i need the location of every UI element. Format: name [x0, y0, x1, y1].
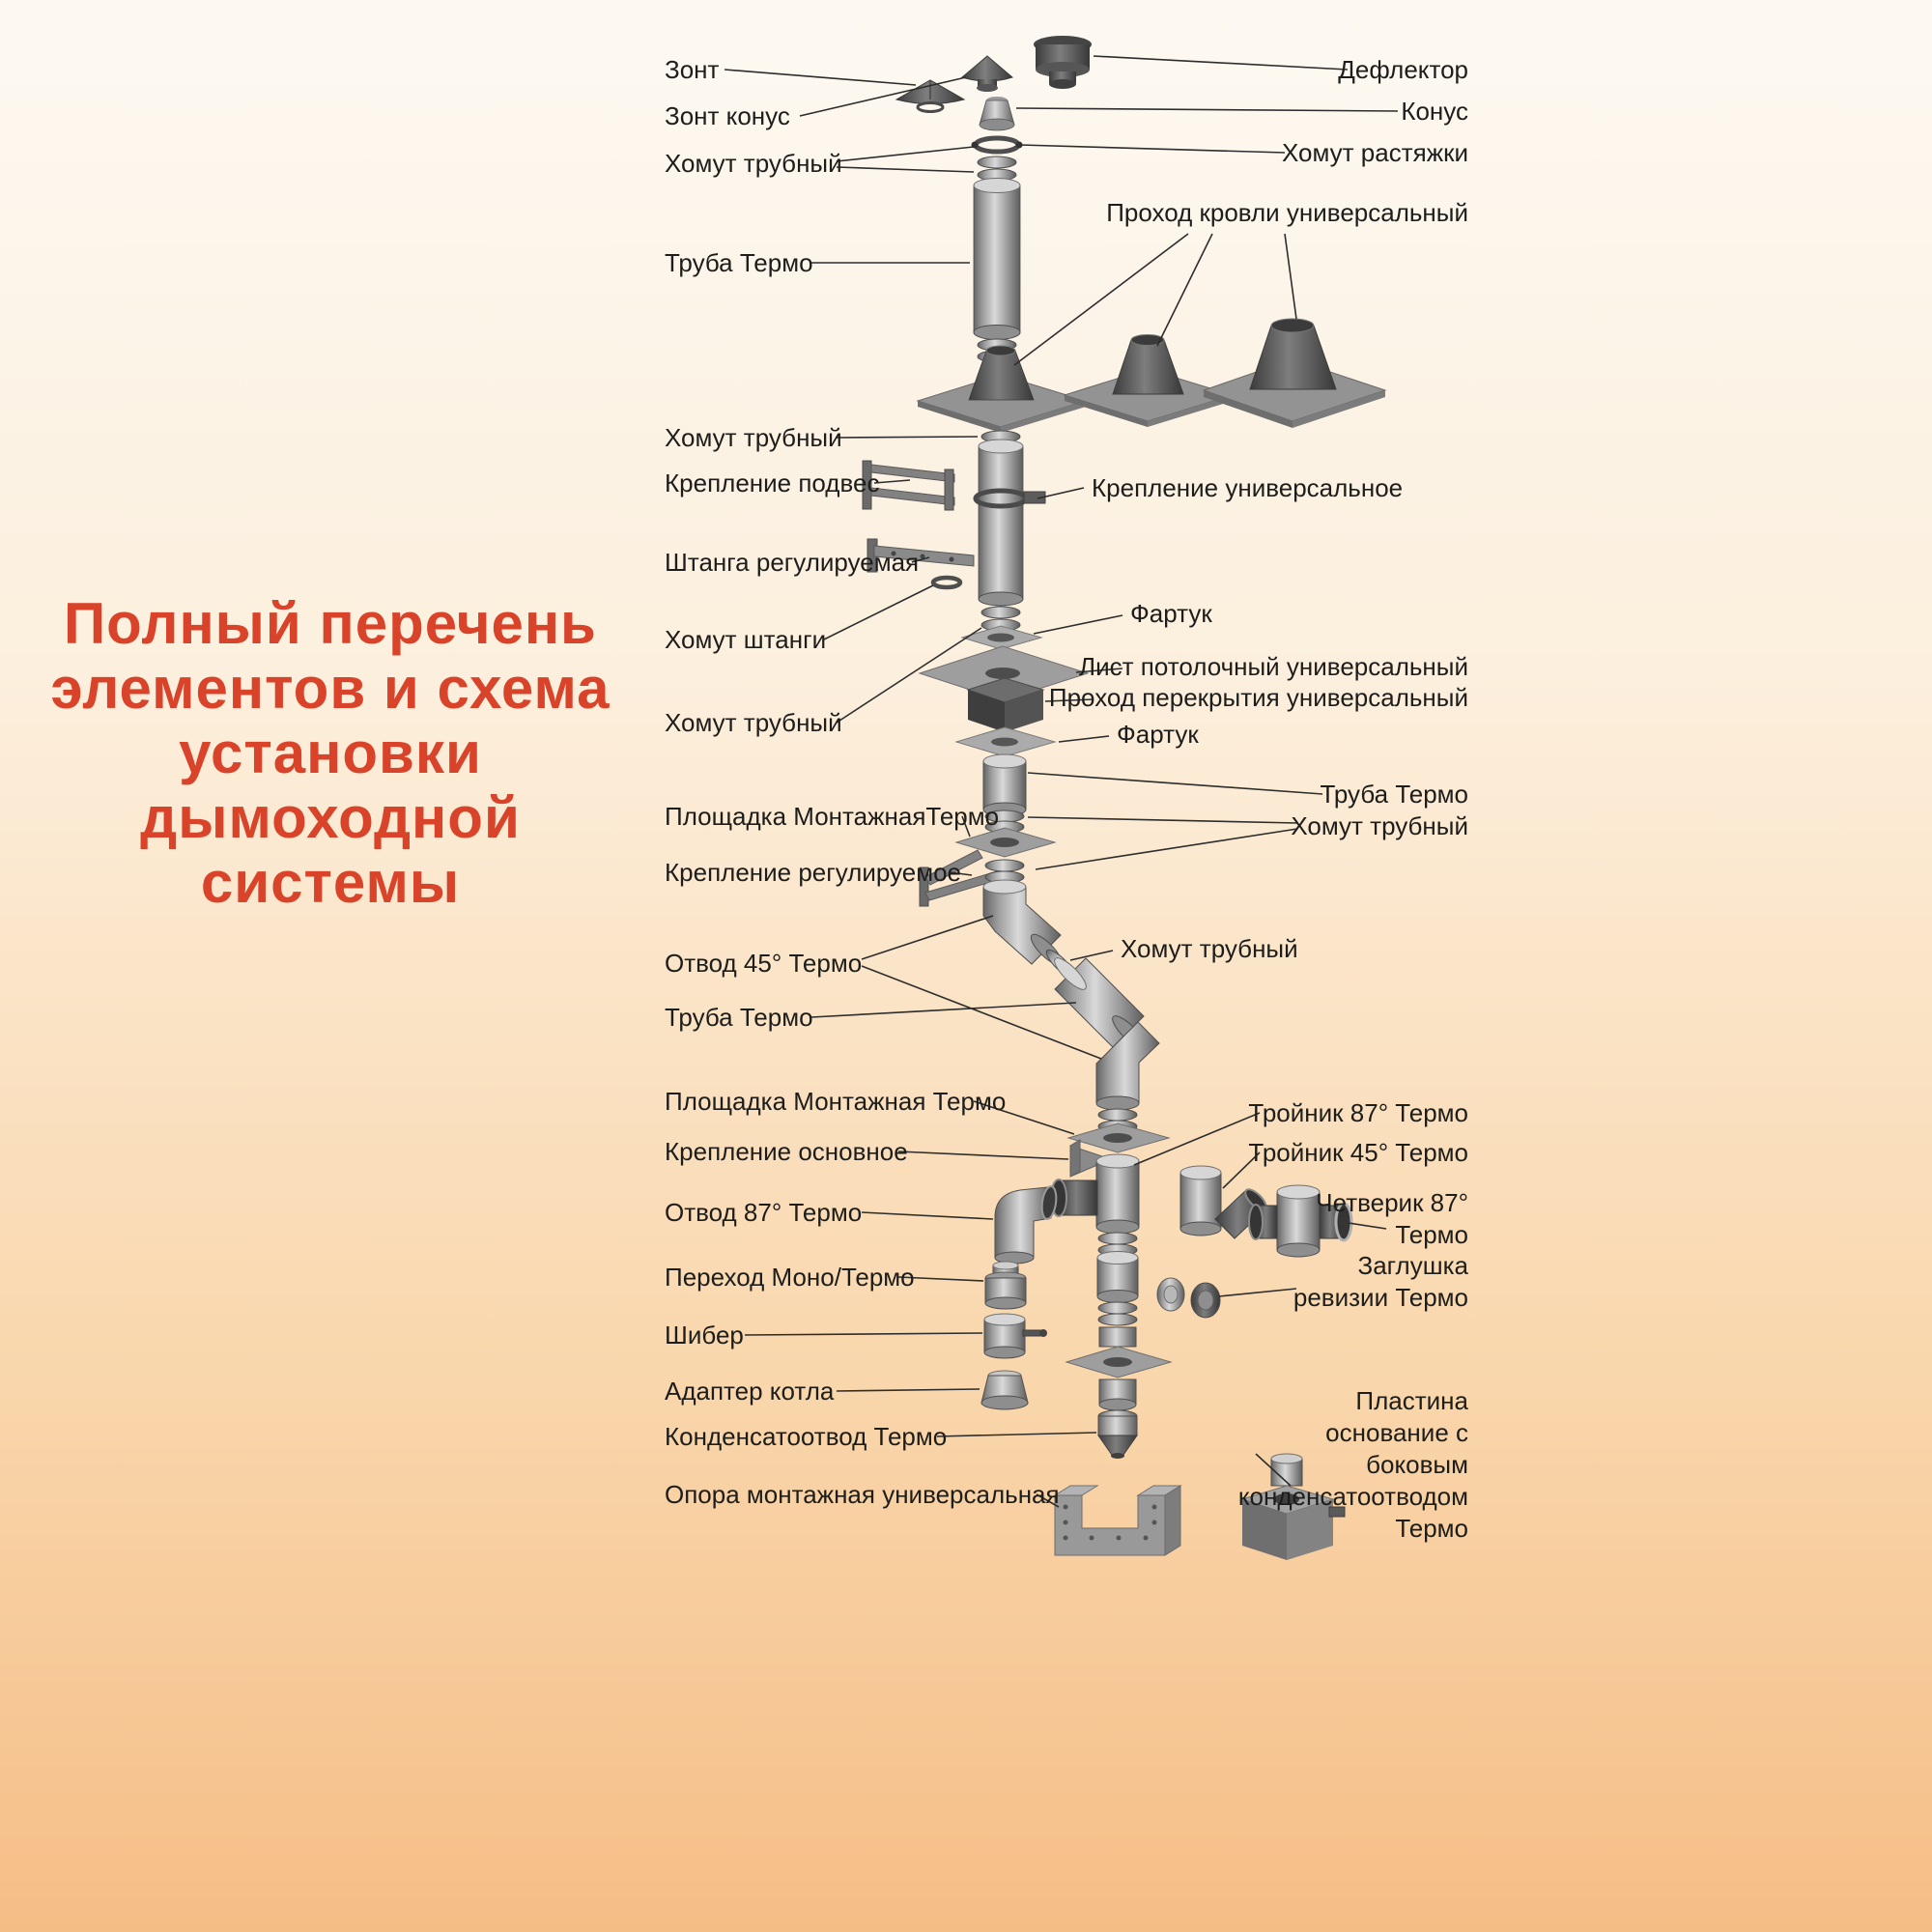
part-homut-trubny-5	[984, 810, 1025, 834]
part-kreplenie-reguliruemoe	[919, 849, 1002, 907]
label-troinik-45: Тройник 45° Термо	[1248, 1138, 1468, 1167]
part-homut-shtangi	[930, 575, 963, 590]
part-homut-trubny-4	[980, 606, 1021, 632]
part-truba-termo-2	[978, 439, 1024, 607]
label-homut-rastyazhki: Хомут растяжки	[1281, 138, 1468, 167]
title-line: дымоходной	[140, 785, 521, 850]
page-title: Полный перечень элементов и схема устано…	[50, 591, 611, 915]
part-homut-trubny-top	[977, 156, 1017, 182]
part-prohod-krovli-3	[1202, 318, 1387, 428]
leader-lines	[724, 55, 1399, 1508]
label-kreplenie-osnovnoe: Крепление основное	[665, 1137, 908, 1166]
label-homut-trubny-2: Хомут трубный	[665, 423, 842, 452]
label-homut-trubny-3: Хомут трубный	[665, 708, 842, 737]
part-kreplenie-osnovnoe	[1069, 1139, 1113, 1178]
part-prohod-krovli-1	[916, 345, 1088, 433]
part-kreplenie-podves	[862, 460, 955, 511]
part-zaglushka-revizii	[1156, 1277, 1221, 1319]
label-truba-termo-3: Труба Термо	[1320, 780, 1468, 809]
part-truba-termo-1	[973, 178, 1021, 340]
part-fartuk-1	[960, 625, 1043, 650]
chimney-diagram	[862, 36, 1387, 1560]
label-kreplenie-podves: Крепление подвес	[665, 469, 880, 497]
part-otvod-45-2	[1095, 1021, 1160, 1111]
part-truba-nizhnyaya	[1096, 1251, 1139, 1303]
label-adapter-kotla: Адаптер котла	[665, 1377, 835, 1406]
part-kreplenie-universalnoe	[973, 488, 1046, 509]
part-shiber	[983, 1313, 1047, 1359]
part-otvod-45-1	[982, 879, 1063, 966]
part-plastina-osnovanie	[1240, 1453, 1346, 1560]
part-homut-trubny-10	[1097, 1301, 1138, 1326]
label-perehod: Переход Моно/Термо	[665, 1263, 915, 1292]
label-kreplenie-universalnoe: Крепление универсальное	[1092, 473, 1404, 502]
label-zont: Зонт	[665, 55, 720, 84]
part-ploshchadka-1	[954, 827, 1057, 858]
label-fartuk-2: Фартук	[1117, 720, 1199, 749]
part-chetverik-87	[1248, 1184, 1353, 1258]
label-kondensatootvod: Конденсатоотвод Термо	[665, 1422, 948, 1451]
title-line: системы	[200, 850, 461, 915]
label-konus: Конус	[1401, 97, 1468, 126]
label-ploshchadka-2: Площадка Монтажная Термо	[665, 1087, 1007, 1116]
label-troinik-87: Тройник 87° Термо	[1248, 1098, 1468, 1127]
label-truba-termo-2: Труба Термо	[665, 1003, 813, 1032]
part-shtanga-reguliruemaya	[867, 538, 975, 573]
part-perehod	[984, 1261, 1027, 1310]
label-homut-trubny-1: Хомут трубный	[665, 149, 842, 178]
label-prohod-perekrytiya: Проход перекрытия универсальный	[1048, 683, 1468, 712]
label-homut-trubny-5: Хомут трубный	[1121, 934, 1298, 963]
part-zont	[895, 79, 966, 113]
part-adapter-kotla	[980, 1370, 1029, 1410]
title-line: Полный перечень	[64, 591, 597, 656]
part-zont-konus	[960, 55, 1014, 92]
label-ploshchadka-1: Площадка МонтажнаяТермо	[665, 802, 1000, 831]
label-list-potolochny: Лист потолочный универсальный	[1079, 652, 1468, 681]
label-otvod-87: Отвод 87° Термо	[665, 1198, 863, 1227]
label-truba-termo-1: Труба Термо	[665, 248, 813, 277]
part-homut-rastyazhki	[971, 135, 1023, 155]
part-truba-kondensat	[1098, 1326, 1137, 1411]
title-line: установки	[179, 721, 482, 785]
label-shtanga-reguliruemaya: Штанга регулируемая	[665, 548, 920, 577]
part-fartuk-2	[954, 726, 1057, 757]
label-homut-trubny-4: Хомут трубный	[1291, 811, 1468, 840]
label-kreplenie-reguliruemoe: Крепление регулируемое	[665, 858, 961, 887]
part-kondensatootvod	[1097, 1409, 1138, 1459]
part-konus	[979, 97, 1015, 131]
label-zaglushka-revizii: Заглушка ревизии Термо	[1293, 1251, 1468, 1312]
label-zont-konus: Зонт конус	[665, 101, 790, 130]
label-plastina-osnovanie: Пластина основание с боковым конденсатоо…	[1237, 1386, 1468, 1543]
label-deflektor: Дефлектор	[1338, 55, 1468, 84]
part-otvod-87	[994, 1185, 1058, 1264]
label-opora: Опора монтажная универсальная	[665, 1480, 1060, 1509]
label-otvod-45: Отвод 45° Термо	[665, 949, 863, 978]
part-ploshchadka-3	[1065, 1346, 1173, 1378]
part-prohod-krovli-2	[1063, 334, 1235, 427]
label-fartuk-1: Фартук	[1130, 599, 1212, 628]
part-opora	[1053, 1485, 1182, 1556]
part-homut-trubny-6	[984, 859, 1025, 884]
label-shiber: Шибер	[665, 1321, 744, 1350]
part-prohod-perekrytiya	[966, 677, 1045, 732]
label-homut-shtangi: Хомут штанги	[665, 625, 827, 654]
label-chetverik-87: Четверик 87° Термо	[1316, 1188, 1468, 1249]
part-ploshchadka-2	[1066, 1122, 1171, 1153]
label-prohod-krovli: Проход кровли универсальный	[1106, 198, 1468, 227]
part-deflector	[1034, 36, 1092, 89]
title-line: элементов и схема	[50, 656, 611, 721]
part-troinik-45	[1179, 1165, 1267, 1239]
